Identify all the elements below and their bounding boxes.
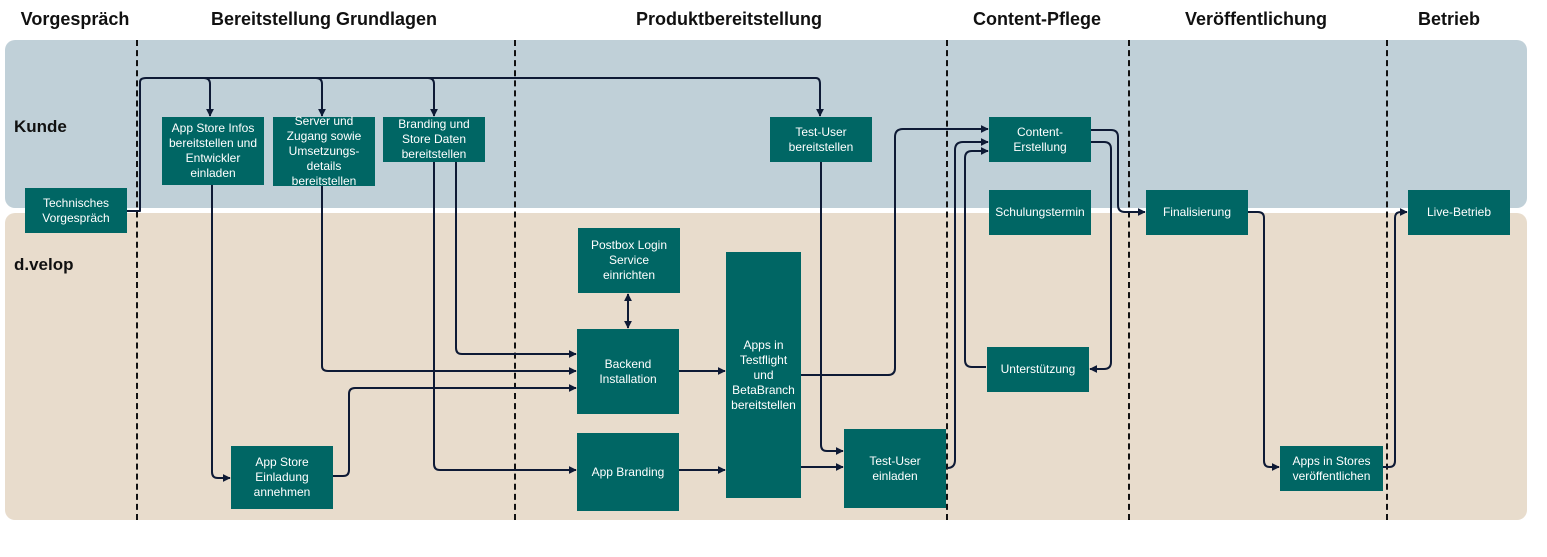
edge-stores-live-betrieb — [1383, 208, 1408, 468]
edge-test-user-bereitstellen-einladen — [820, 162, 844, 455]
node-backend-installation: Backend Installation — [577, 329, 679, 414]
phase-divider — [514, 40, 516, 520]
node-app-store-infos: App Store Infos bereitstellen und Entwic… — [162, 117, 264, 185]
node-technisches-vorgespraech: Technisches Vorgespräch — [25, 188, 127, 233]
edge-branding-backend — [455, 162, 577, 358]
phase-vorgespraech: Vorgespräch — [20, 9, 130, 29]
node-content-erstellung: Content- Erstellung — [989, 117, 1091, 162]
phase-content: Content-Pflege — [973, 9, 1101, 29]
edge-content-finalisierung — [1091, 129, 1146, 216]
edge-bus-branding-store — [427, 77, 438, 117]
edge-unterstuetzung-content — [964, 147, 989, 368]
phase-divider — [1386, 40, 1388, 520]
phase-divider — [1128, 40, 1130, 520]
edge-content-unterstuetzung — [1089, 141, 1112, 373]
phase-veroeffentlichung: Veröffentlichung — [1184, 9, 1328, 29]
edge-app-store-infos-einladung — [211, 185, 231, 482]
edge-bus-app-store-infos — [203, 77, 214, 117]
phase-divider — [946, 40, 948, 520]
node-test-user-bereitstellen: Test-User bereitstellen — [770, 117, 872, 162]
phase-divider — [136, 40, 138, 520]
node-test-user-einladen: Test-User einladen — [844, 429, 946, 508]
node-server-zugang: Server und Zugang sowie Umsetzungs- deta… — [273, 114, 375, 188]
node-apps-testflight: Apps in Testflight und BetaBranch bereit… — [726, 252, 801, 498]
phase-produkt: Produktbereitstellung — [635, 9, 823, 29]
edge-finalisierung-stores — [1247, 211, 1280, 471]
phase-grundlagen: Bereitstellung Grundlagen — [210, 9, 438, 29]
edge-vorgespraech-bus — [127, 77, 824, 212]
node-postbox-login: Postbox Login Service einrichten — [578, 228, 680, 293]
node-finalisierung: Finalisierung — [1146, 190, 1248, 235]
edge-branding-app-branding — [433, 162, 577, 474]
lane-label-kunde: Kunde — [14, 117, 67, 136]
node-apps-stores: Apps in Stores veröffentlichen — [1280, 446, 1383, 491]
edge-testflight-content — [801, 125, 989, 376]
node-app-branding: App Branding — [577, 433, 679, 511]
node-branding-store: Branding und Store Daten bereitstellen — [383, 117, 485, 162]
phase-betrieb: Betrieb — [1417, 9, 1481, 29]
edge-bus-server-zugang — [315, 77, 326, 117]
node-schulungstermin: Schulungstermin — [989, 190, 1091, 235]
edge-einladung-backend — [333, 384, 577, 477]
edge-test-user-einladen-content — [946, 138, 989, 469]
lane-label-dvelop: d.velop — [14, 255, 74, 274]
node-unterstuetzung: Unterstützung — [987, 347, 1089, 392]
node-app-store-einladung: App Store Einladung annehmen — [231, 446, 333, 509]
edge-server-backend — [321, 186, 577, 375]
node-live-betrieb: Live-Betrieb — [1408, 190, 1510, 235]
